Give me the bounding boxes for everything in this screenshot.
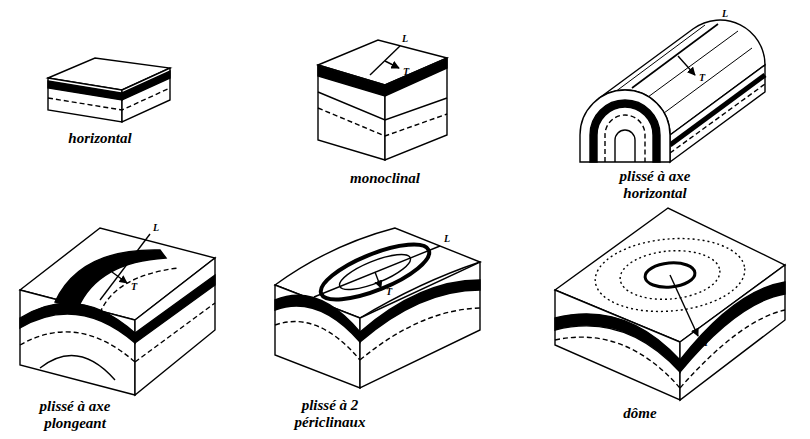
periclinal-fold-block-part: [360, 308, 480, 360]
horizontal-block-part: [48, 81, 122, 100]
periclinal-fold-block-part: [375, 272, 381, 288]
monoclinal-block: [318, 40, 447, 160]
monoclinal-block-part: [318, 108, 447, 136]
plunging-fold-block-part: [100, 268, 178, 313]
dome-block-part: [555, 290, 680, 400]
horizontal-block-part: [122, 71, 170, 100]
horizontal-fold-block-part: [615, 130, 635, 162]
plunging-fold-block-part: [112, 272, 127, 283]
periclinal-fold-block-part: [336, 248, 415, 297]
dome-block-part: [680, 282, 785, 372]
horizontal-fold-block-part: [615, 25, 705, 92]
plunging-fold-block-part: [20, 332, 135, 362]
structure-caption: horizontal: [55, 130, 145, 147]
horizontal-fold-block-part: [580, 90, 670, 162]
dome-block-part: [670, 275, 698, 336]
horizontal-block-part: [48, 88, 170, 110]
monoclinal-block-part: [385, 61, 399, 68]
periclinal-fold-block-part: [360, 262, 480, 388]
axis-letter: L: [153, 222, 159, 233]
plunging-fold-block-part: [135, 258, 215, 395]
monoclinal-block-part: [318, 59, 447, 96]
horizontal-block-part: [122, 68, 170, 122]
axis-letter: T: [703, 337, 709, 348]
horizontal-fold-block-part: [678, 56, 695, 75]
dome-block-part: [555, 337, 680, 388]
axis-letter: L: [444, 233, 450, 244]
axis-letter: L: [722, 8, 728, 19]
horizontal-fold-block-part: [590, 100, 660, 162]
horizontal-fold-block-part: [632, 24, 718, 88]
periclinal-fold-block-part: [275, 322, 360, 360]
axis-letter: L: [402, 33, 408, 44]
periclinal-fold-block-part: [275, 295, 360, 342]
structure-caption: plissé à 2 périclinaux: [270, 397, 390, 431]
axis-letter: T: [131, 281, 137, 292]
horizontal-fold-block-part: [648, 31, 738, 97]
plunging-fold-block: [20, 228, 215, 395]
monoclinal-block-part: [370, 46, 400, 75]
axis-letter: T: [699, 72, 705, 83]
horizontal-fold-block-part: [605, 115, 645, 162]
dome-block: [555, 208, 785, 400]
horizontal-fold-block-part: [670, 65, 765, 162]
structure-caption: monoclinal: [330, 170, 440, 187]
axis-letter: T: [386, 286, 392, 297]
plunging-fold-block-part: [135, 303, 215, 362]
plunging-fold-block-part: [55, 250, 166, 308]
horizontal-fold-block: [580, 20, 765, 162]
periclinal-fold-block-part: [314, 234, 435, 311]
dome-block-part: [555, 314, 680, 372]
periclinal-fold-block: [275, 228, 480, 388]
horizontal-fold-block-part: [670, 84, 765, 153]
structure-caption: plissé à axe plongeant: [15, 398, 135, 432]
dome-block-part: [680, 310, 785, 388]
horizontal-block: [48, 58, 170, 122]
structure-caption: plissé à axe horizontal: [600, 168, 710, 202]
structure-caption: dôme: [600, 405, 680, 422]
plunging-fold-block-part: [100, 234, 150, 300]
periclinal-fold-block-part: [314, 246, 440, 297]
plunging-fold-block-part: [40, 356, 115, 381]
horizontal-fold-block-part: [670, 75, 765, 145]
axis-letter: T: [403, 66, 409, 77]
